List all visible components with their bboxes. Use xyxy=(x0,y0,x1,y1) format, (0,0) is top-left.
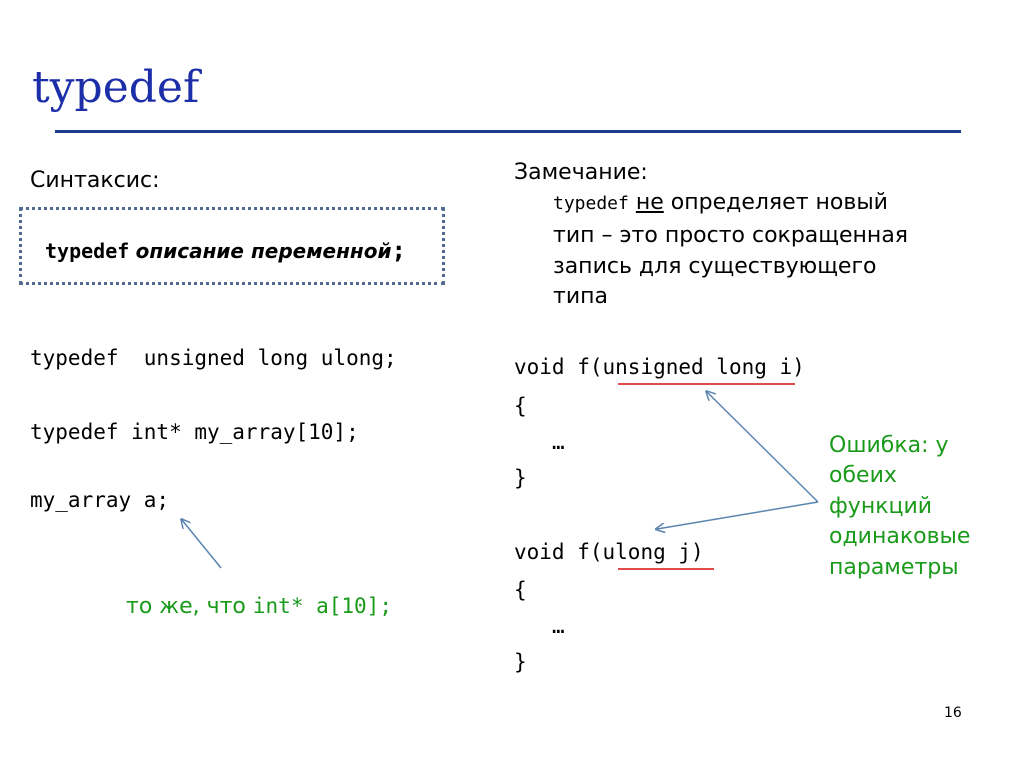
code-1-sig-highlight: unsigned long xyxy=(602,355,767,379)
code-1-sig-prefix: void f( xyxy=(514,355,603,379)
slide-title: typedef xyxy=(32,62,200,113)
error-note-line-3: функций xyxy=(829,494,933,519)
syntax-terminator: ; xyxy=(391,236,406,264)
code-2-body: … xyxy=(552,614,565,638)
code-1-close-brace: } xyxy=(514,466,527,490)
code-1-underline xyxy=(618,383,795,385)
remark-negation: не xyxy=(635,190,664,215)
example-line-2: typedef int* my_array[10]; xyxy=(30,420,359,444)
remark-keyword: typedef xyxy=(553,193,629,214)
example-note-code: int* a[10]; xyxy=(252,594,392,618)
code-1-signature: void f(unsigned long i) xyxy=(514,355,805,379)
page-number: 16 xyxy=(944,705,962,721)
code-2-sig-prefix: void f( xyxy=(514,540,603,564)
code-2-sig-suffix: j) xyxy=(665,540,704,564)
example-note: то же, что int* a[10]; xyxy=(126,594,392,619)
remark-line-2: тип – это просто сокращенная xyxy=(553,223,909,248)
syntax-line: typedef описание переменной; xyxy=(45,236,406,264)
code-2-open-brace: { xyxy=(514,578,527,602)
code-2-underline xyxy=(618,568,714,570)
error-arrow-upper xyxy=(707,392,819,503)
example-arrow xyxy=(182,520,222,569)
example-line-3: my_array a; xyxy=(30,488,170,512)
syntax-box xyxy=(19,207,445,285)
syntax-description: описание переменной xyxy=(135,239,392,263)
remark-line-1-rest: определяет новый xyxy=(663,190,888,215)
syntax-keyword: typedef xyxy=(45,239,130,263)
remark-line-4: типа xyxy=(553,284,608,309)
code-2-sig-highlight: ulong xyxy=(602,540,666,564)
code-2-close-brace: } xyxy=(514,650,527,674)
remark-label: Замечание: xyxy=(514,160,648,185)
example-line-1: typedef unsigned long ulong; xyxy=(30,346,397,370)
error-note-line-5: параметры xyxy=(829,555,959,580)
code-1-body: … xyxy=(552,430,565,454)
example-note-prefix: то же, что xyxy=(126,594,253,619)
error-arrow-lower xyxy=(657,501,819,529)
title-divider xyxy=(55,130,961,133)
code-2-signature: void f(ulong j) xyxy=(514,540,704,564)
syntax-label: Синтаксис: xyxy=(30,168,160,193)
code-1-sig-suffix: i) xyxy=(766,355,805,379)
error-note-line-1: Ошибка: у xyxy=(829,433,949,458)
remark-line-3: запись для существующего xyxy=(553,254,877,279)
code-1-open-brace: { xyxy=(514,394,527,418)
remark-line-1: typedef не определяет новый xyxy=(553,190,888,215)
error-note-line-2: обеих xyxy=(829,463,897,488)
error-note-line-4: одинаковые xyxy=(829,524,971,549)
